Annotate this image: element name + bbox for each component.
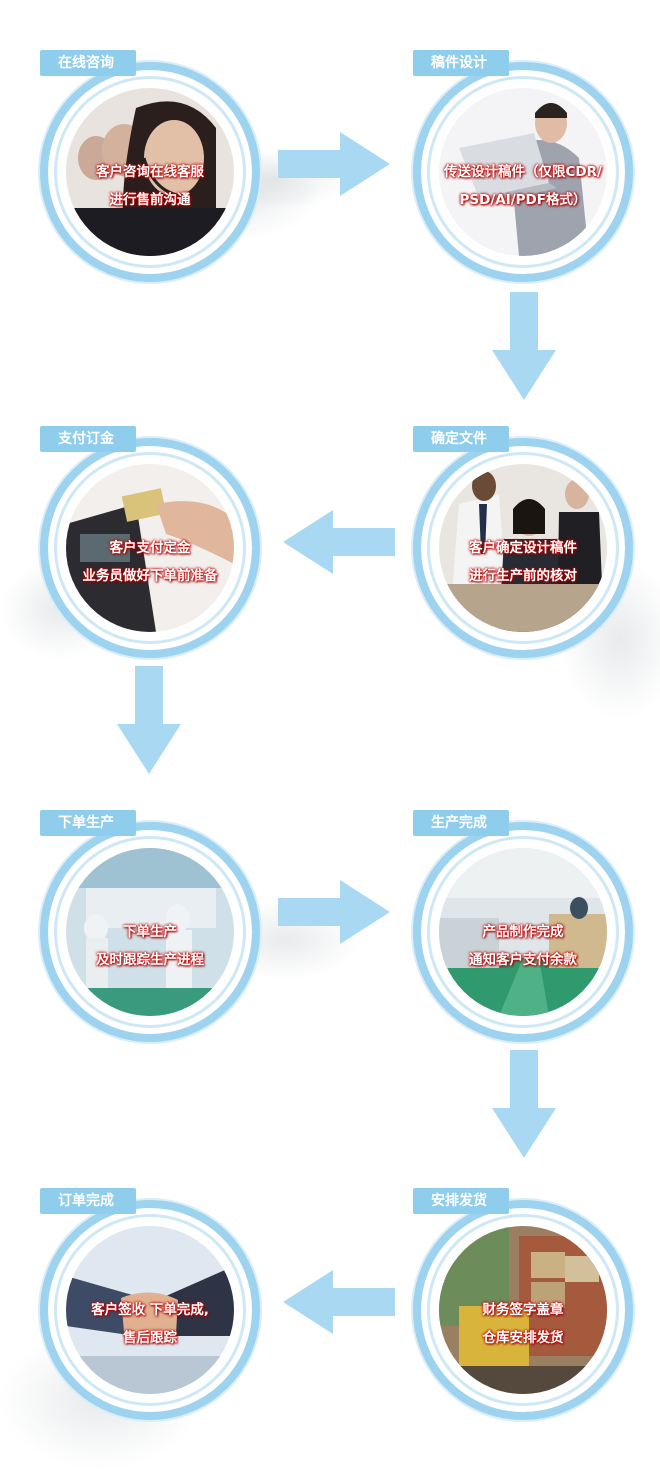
step-caption: 客户支付定金 业务员做好下单前准备 [40, 534, 260, 590]
caption-line: PSD/AI/PDF格式） [459, 192, 587, 208]
caption-line: 下单生产 [123, 924, 177, 940]
caption-line: 产品制作完成 [482, 924, 564, 940]
caption-line: 及时跟踪生产进程 [96, 952, 204, 968]
arrow-down-icon [117, 666, 181, 774]
step-caption: 传送设计稿件（仅限CDR/ PSD/AI/PDF格式） [413, 158, 633, 214]
step-draft-design: 传送设计稿件（仅限CDR/ PSD/AI/PDF格式） 稿件设计 [413, 50, 633, 282]
arrow-right-icon [278, 132, 390, 196]
step-caption: 财务签字盖章 仓库安排发货 [413, 1296, 633, 1352]
step-order-complete: 客户签收 下单完成, 售后跟踪 订单完成 [40, 1188, 260, 1420]
step-title-tag: 确定文件 [413, 426, 509, 452]
card-payment-photo [66, 464, 234, 632]
arrow-down-icon [492, 1050, 556, 1158]
arrow-down-icon [492, 292, 556, 400]
call-center-photo [66, 88, 234, 256]
step-production: 下单生产 及时跟踪生产进程 下单生产 [40, 810, 260, 1042]
arrow-left-icon [283, 510, 395, 574]
step-title-tag: 订单完成 [40, 1188, 136, 1214]
step-title-tag: 下单生产 [40, 810, 136, 836]
step-caption: 客户咨询在线客服 进行售前沟通 [40, 158, 260, 214]
caption-line: 售后跟踪 [123, 1330, 177, 1346]
step-caption: 产品制作完成 通知客户支付余款 [413, 918, 633, 974]
step-pay-deposit: 客户支付定金 业务员做好下单前准备 支付订金 [40, 426, 260, 658]
warehouse-truck-photo [439, 1226, 607, 1394]
caption-line: 仓库安排发货 [482, 1330, 564, 1346]
caption-line: 通知客户支付余款 [469, 952, 577, 968]
caption-line: 业务员做好下单前准备 [82, 568, 218, 584]
caption-line: 客户确定设计稿件 [469, 540, 577, 556]
step-title-tag: 支付订金 [40, 426, 136, 452]
step-caption: 客户确定设计稿件 进行生产前的核对 [413, 534, 633, 590]
step-title-tag: 在线咨询 [40, 50, 136, 76]
caption-line: 客户咨询在线客服 [96, 164, 204, 180]
step-caption: 下单生产 及时跟踪生产进程 [40, 918, 260, 974]
step-arrange-shipping: 财务签字盖章 仓库安排发货 安排发货 [413, 1188, 633, 1420]
caption-line: 财务签字盖章 [482, 1302, 564, 1318]
step-production-complete: 产品制作完成 通知客户支付余款 生产完成 [413, 810, 633, 1042]
caption-line: 客户支付定金 [109, 540, 191, 556]
caption-line: 进行生产前的核对 [469, 568, 577, 584]
step-confirm-file: 客户确定设计稿件 进行生产前的核对 确定文件 [413, 426, 633, 658]
step-caption: 客户签收 下单完成, 售后跟踪 [40, 1296, 260, 1352]
factory-workers-photo [66, 848, 234, 1016]
caption-line: 客户签收 下单完成, [91, 1302, 209, 1318]
step-title-tag: 稿件设计 [413, 50, 509, 76]
caption-line: 进行售前沟通 [109, 192, 191, 208]
laptop-designer-photo [439, 88, 607, 256]
caption-line: 传送设计稿件（仅限CDR/ [444, 164, 602, 180]
arrow-right-icon [278, 880, 390, 944]
arrow-left-icon [283, 1270, 395, 1334]
step-title-tag: 生产完成 [413, 810, 509, 836]
step-online-consult: 客户咨询在线客服 进行售前沟通 在线咨询 [40, 50, 260, 282]
step-title-tag: 安排发货 [413, 1188, 509, 1214]
